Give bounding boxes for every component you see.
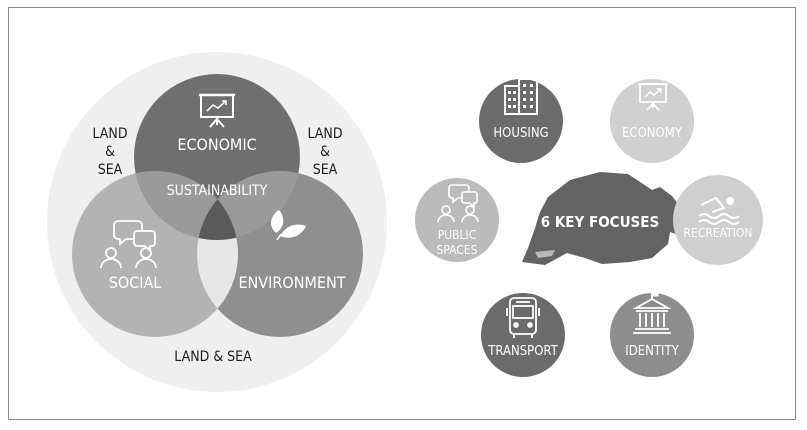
land-sea-right-line-1: LAND	[307, 126, 342, 142]
map-inner-highlight	[535, 250, 555, 258]
people-chat-icon	[100, 220, 157, 269]
economic-social-overlap	[134, 171, 238, 240]
land-sea-bottom-label: LAND & SEA	[174, 349, 252, 365]
economy-circle	[610, 79, 694, 163]
economic-label: ECONOMIC	[177, 135, 256, 154]
land-sea-right-line-3: SEA	[313, 162, 338, 178]
transport-label: TRANSPORT	[487, 344, 558, 359]
land-sea-left-label: LAND & SEA	[92, 126, 127, 178]
public-spaces-label-line-1: PUBLIC	[438, 228, 477, 242]
frame-border	[8, 7, 796, 420]
buildings-icon	[504, 78, 538, 115]
transport-circle	[481, 293, 565, 377]
land-sea-right-line-2: &	[320, 144, 330, 160]
people-chat-icon	[437, 184, 479, 223]
housing-circle	[479, 79, 563, 163]
sustainability-label: SUSTAINABILITY	[167, 183, 268, 199]
region-map-shape	[522, 172, 688, 265]
environment-label: ENVIRONMENT	[238, 273, 345, 292]
bus-icon	[506, 297, 540, 338]
museum-icon	[632, 292, 672, 334]
economy-label: ECONOMY	[622, 126, 683, 141]
identity-circle	[610, 293, 694, 377]
recreation-circle	[673, 175, 763, 265]
social-label: SOCIAL	[109, 273, 162, 292]
key-focuses-title: 6 KEY FOCUSES	[541, 213, 659, 231]
public-spaces-circle	[415, 178, 499, 262]
land-sea-left-line-3: SEA	[98, 162, 123, 178]
swimmer-icon	[698, 196, 740, 225]
identity-label: IDENTITY	[625, 344, 679, 359]
land-sea-left-line-2: &	[105, 144, 115, 160]
presentation-chart-icon	[638, 82, 668, 111]
land-sea-left-line-1: LAND	[92, 126, 127, 142]
public-spaces-label-line-2: SPACES	[437, 243, 478, 257]
recreation-label: RECREATION	[684, 226, 753, 240]
leaves-icon	[270, 210, 306, 241]
presentation-chart-icon	[199, 93, 235, 128]
economic-environment-overlap	[197, 171, 300, 240]
land-sea-right-label: LAND & SEA	[307, 126, 342, 178]
housing-label: HOUSING	[493, 126, 548, 141]
